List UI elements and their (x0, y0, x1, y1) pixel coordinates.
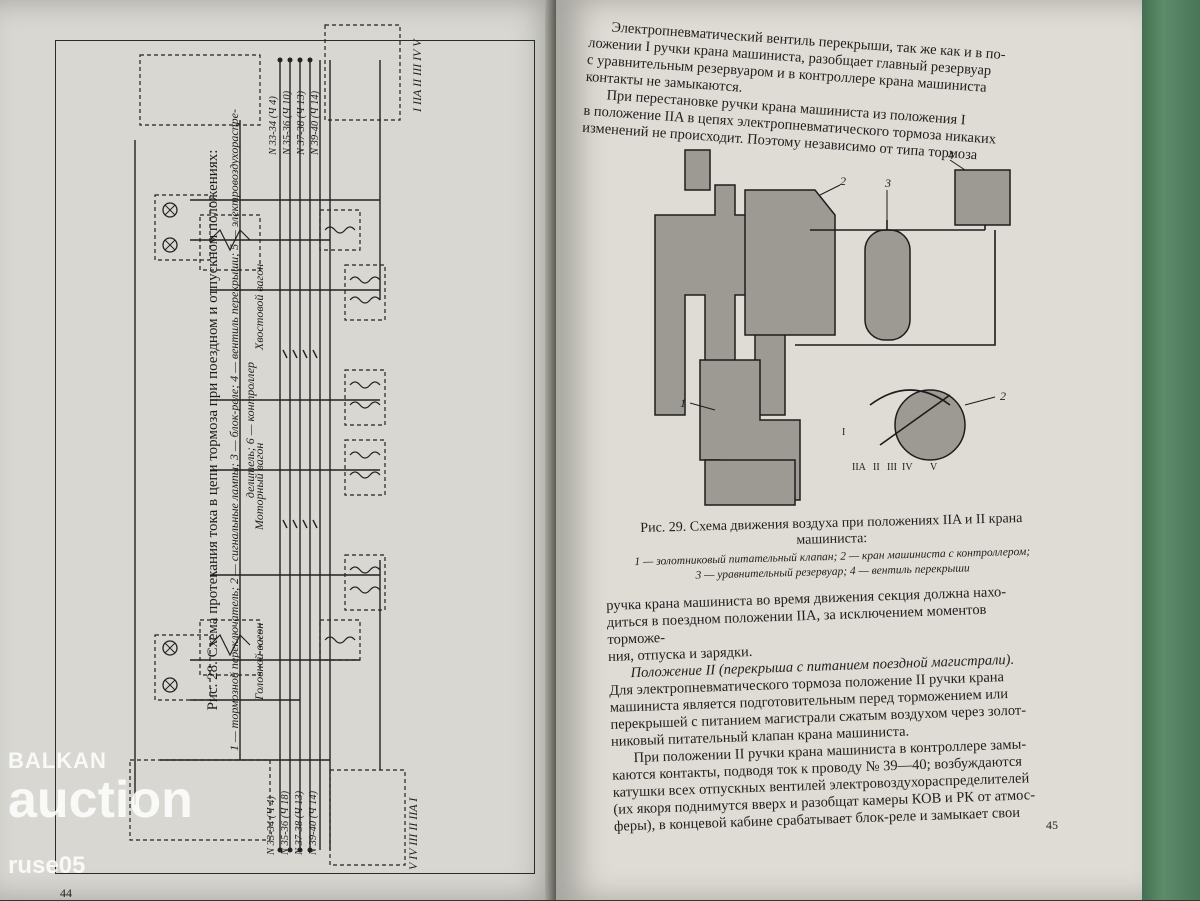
figure-29-label-1: 1 (680, 396, 686, 410)
figure-29-pos-IV: IV (902, 462, 913, 473)
figure-29-pos-IIA: IIA (852, 462, 867, 473)
figure-29-pos-I: I (842, 427, 845, 438)
left-page: Хвостовой вагон Моторный вагон Головной … (0, 0, 560, 900)
controller-positions-top: I IIA II III IV V (410, 39, 424, 112)
figure-28-legend: 1 — тормозной переключатель; 2 — сигналь… (226, 40, 258, 820)
page-number-left: 44 (60, 886, 72, 900)
book-cover-edge (1138, 0, 1200, 900)
figure-29-label-2b: 2 (1000, 389, 1006, 403)
watermark-ruse05: ruse05 (8, 852, 86, 879)
figure-29-pos-II: II (873, 462, 880, 473)
figure-29-label-2: 2 (840, 174, 846, 188)
figure-29-label-4: 4 (948, 148, 954, 162)
figure-29-caption: Рис. 29. Схема движения воздуха при поло… (611, 510, 1052, 583)
watermark-auction: auction (8, 771, 193, 829)
paragraph-bottom: ручка крана машиниста во время движения … (606, 583, 1054, 836)
circuit-schematic (129, 24, 406, 866)
figure-28-caption: Рис. 28. Схема протекания тока в цепи то… (205, 40, 315, 820)
right-page (556, 0, 1142, 900)
figure-28-title: Рис. 28. Схема протекания тока в цепи то… (205, 149, 221, 711)
figure-29-pos-III: III (887, 462, 897, 473)
figure-29-drawing: 2 3 4 1 2 I IIA II III IV V (654, 148, 1011, 506)
figure-28-legend-line-2: делитель; 6 — контроллер (243, 361, 258, 499)
circuit-schematic-frame (55, 40, 535, 874)
page-number-right: 45 (1046, 818, 1058, 832)
watermark-balkan: BALKAN (8, 748, 107, 773)
figure-29-label-3: 3 (884, 176, 891, 190)
figure-28-legend-line-1: 1 — тормозной переключатель; 2 — сигналь… (227, 109, 241, 751)
figure-29-pos-V: V (930, 462, 938, 473)
controller-positions-bottom: V IV III II IIA I (406, 797, 420, 870)
